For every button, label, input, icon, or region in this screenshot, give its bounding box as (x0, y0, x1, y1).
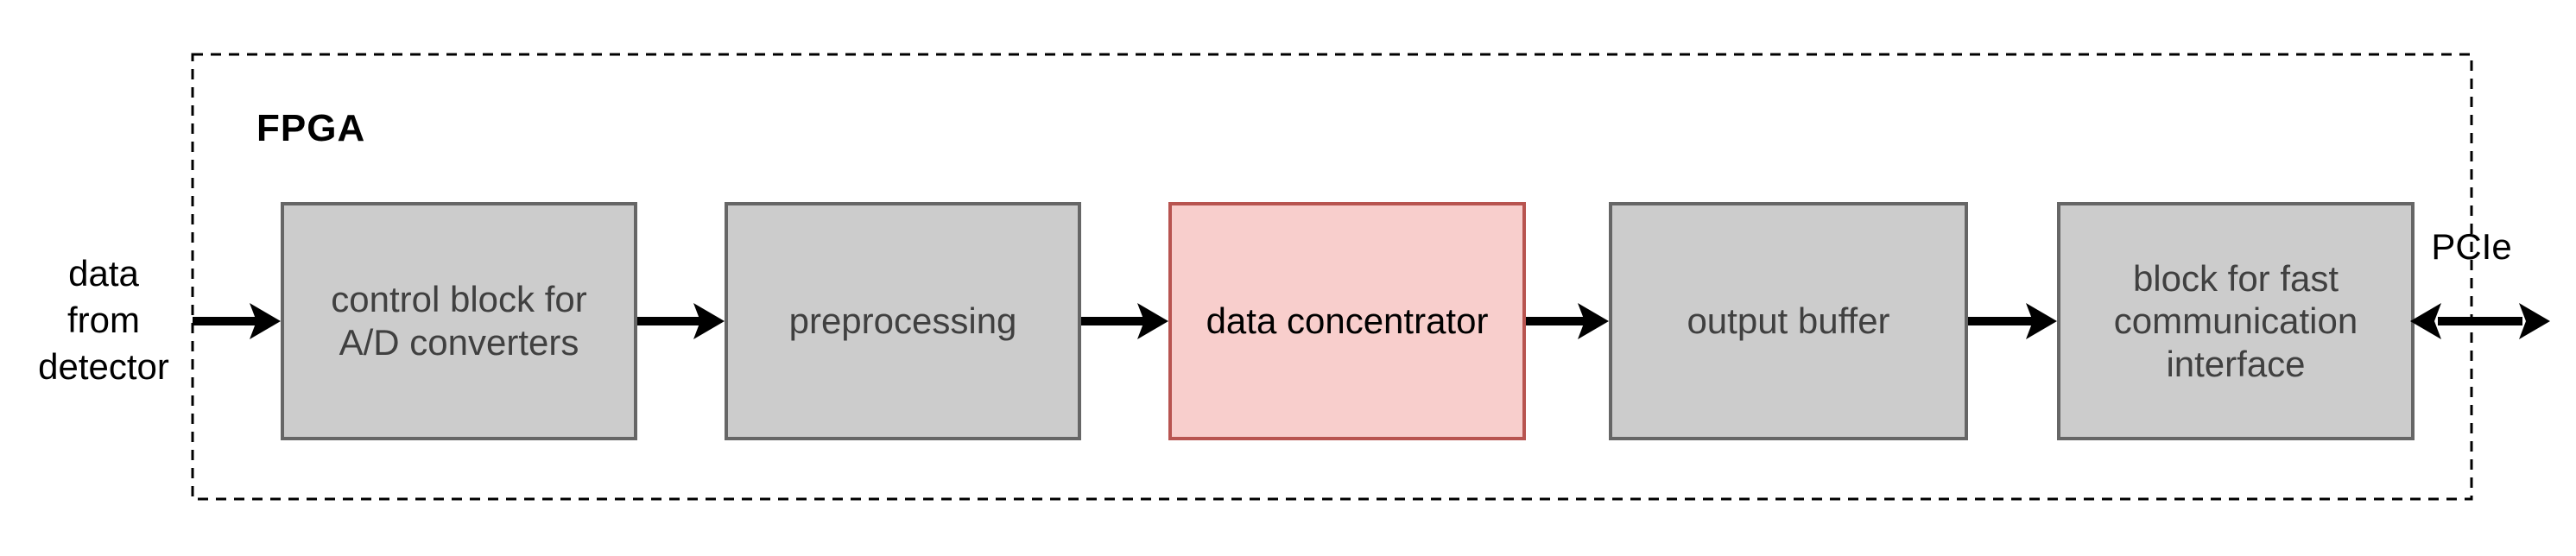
block-data-concentrator: data concentrator (1168, 202, 1526, 440)
arrow-output-buffer-to-comm-interface (1968, 303, 2057, 339)
arrow-pcie-bidirectional (2410, 303, 2550, 339)
block-label: output buffer (1687, 300, 1890, 342)
block-preprocessing: preprocessing (725, 202, 1081, 440)
input-label: data from detector (38, 253, 169, 387)
arrow-preprocessing-to-concentrator (1081, 303, 1168, 339)
block-control-ad-converters: control block for A/D converters (281, 202, 637, 440)
arrow-input-to-control-block (193, 303, 281, 339)
block-output-buffer: output buffer (1609, 202, 1968, 440)
arrow-concentrator-to-output-buffer (1526, 303, 1609, 339)
block-fast-communication-interface: block for fast communication interface (2057, 202, 2415, 440)
arrow-control-to-preprocessing (637, 303, 725, 339)
block-label: data concentrator (1206, 300, 1489, 342)
block-label: block for fast communication interface (2113, 257, 2358, 384)
fpga-label: FPGA (256, 107, 366, 149)
pcie-label: PCIe (2431, 226, 2512, 267)
block-label: preprocessing (788, 300, 1017, 342)
block-label: control block for A/D converters (331, 279, 587, 363)
fpga-boundary-box (191, 53, 2473, 501)
